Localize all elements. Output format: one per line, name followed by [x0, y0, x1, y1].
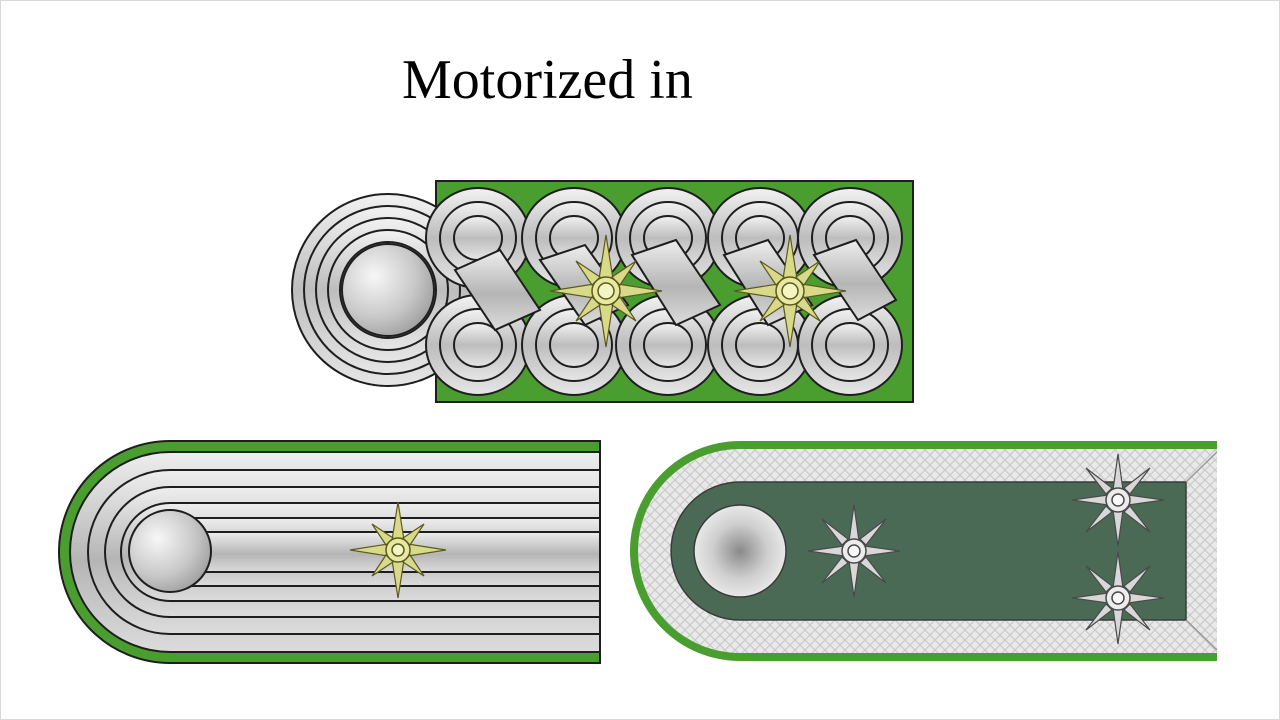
braided-shoulder-board: [291, 180, 914, 403]
button-icon: [128, 509, 212, 593]
button-icon: [693, 504, 787, 598]
bordered-shoulder-strap: [630, 441, 1218, 661]
gold-star-pip-icon: [549, 234, 663, 348]
corded-shoulder-board: [58, 440, 601, 664]
button-icon: [341, 243, 435, 337]
silver-star-pip-icon: [1071, 551, 1165, 645]
slide-title: Motorized in: [402, 49, 693, 111]
silver-star-pip-icon: [1071, 453, 1165, 547]
gold-star-pip-icon: [733, 234, 847, 348]
silver-star-pip-icon: [807, 504, 901, 598]
gold-star-pip-icon: [349, 501, 447, 599]
